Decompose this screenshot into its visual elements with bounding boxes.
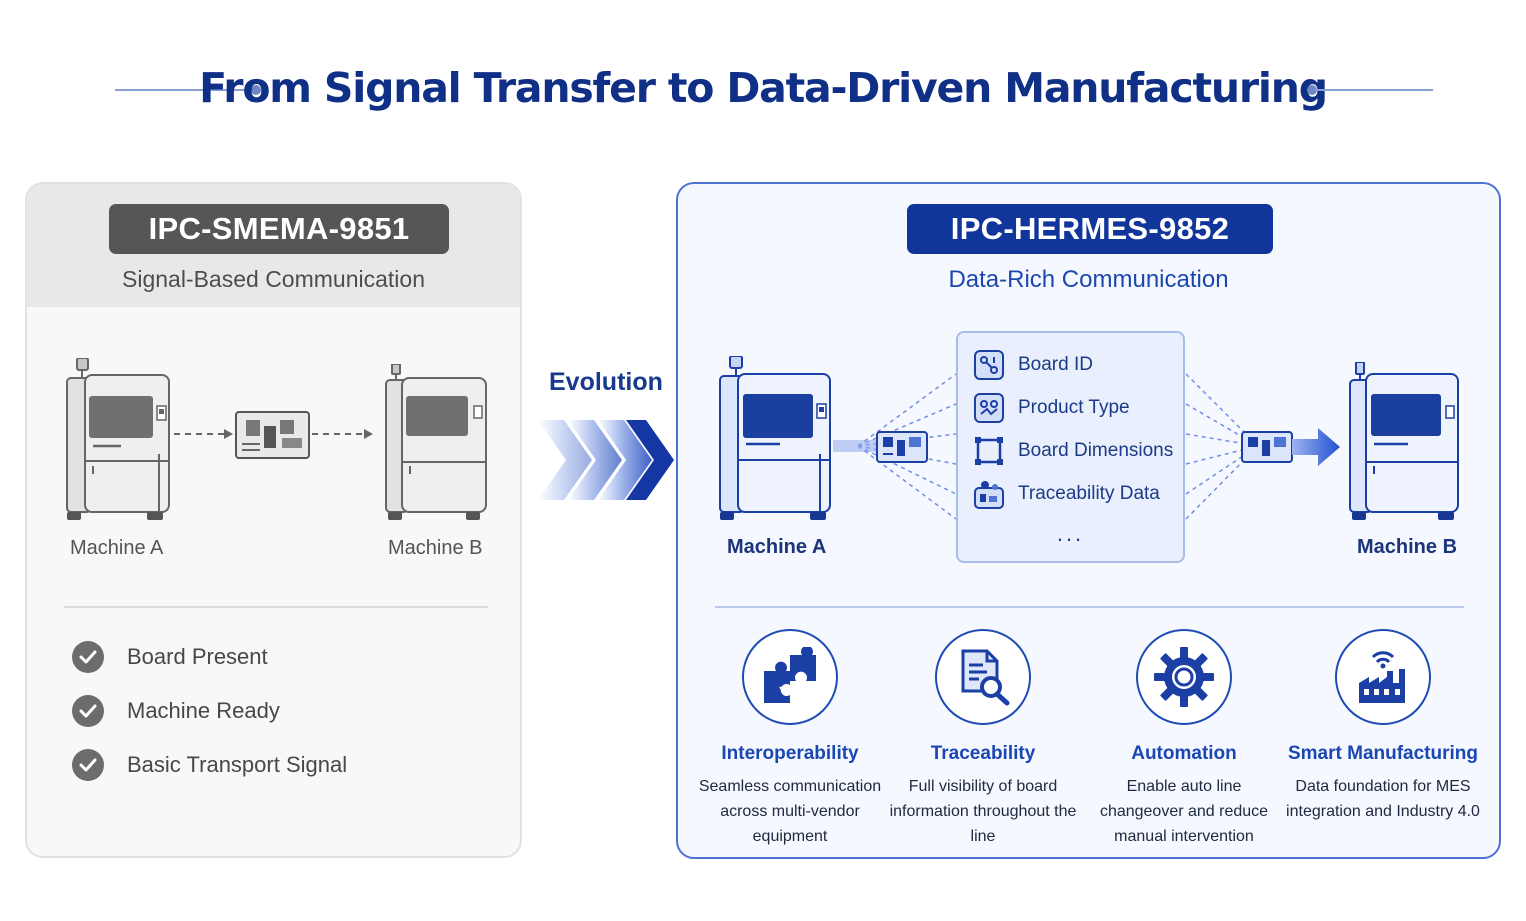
- hermes-data-box: Board ID Product Type Board Dimensions: [956, 331, 1185, 563]
- smema-subtitle: Signal-Based Communication: [122, 266, 425, 292]
- smema-divider: [64, 606, 488, 608]
- pcb-board-icon: [235, 411, 310, 459]
- check-icon: [72, 749, 104, 781]
- data-item: Board ID: [973, 349, 1093, 381]
- evolution-chevrons-icon: [538, 420, 674, 500]
- smema-machine-b-label: Machine B: [388, 537, 483, 559]
- check-label: Basic Transport Signal: [127, 752, 348, 777]
- data-item: Board Dimensions: [973, 435, 1173, 467]
- gear-icon: [1154, 647, 1214, 707]
- benefit-title: Smart Manufacturing: [1287, 743, 1479, 764]
- benefit-automation: Automation Enable auto line changeover a…: [1084, 629, 1284, 849]
- smart-factory-icon: [1359, 651, 1405, 703]
- title-dot-right: [1307, 85, 1317, 95]
- smema-machine-a-label: Machine A: [70, 537, 164, 559]
- hermes-subtitle: Data-Rich Communication: [948, 266, 1229, 293]
- benefit-title: Traceability: [930, 743, 1036, 764]
- hermes-divider: [715, 606, 1464, 608]
- check-item: Machine Ready: [72, 694, 280, 728]
- traceability-data-icon: [974, 481, 1004, 509]
- machine-b-icon: [385, 364, 487, 520]
- check-icon: [72, 695, 104, 727]
- benefit-description: Full visibility of board information thr…: [889, 778, 1077, 845]
- hermes-panel: IPC-HERMES-9852 Data-Rich Communication: [676, 182, 1501, 859]
- benefit-traceability: Traceability Full visibility of board in…: [883, 629, 1083, 849]
- benefit-description: Enable auto line changeover and reduce m…: [1099, 778, 1269, 845]
- data-item: Product Type: [973, 392, 1130, 424]
- board-dimensions-icon: [975, 437, 1003, 465]
- hermes-board-left-icon: [833, 431, 928, 463]
- data-item-label: Product Type: [1018, 397, 1130, 418]
- page-title: From Signal Transfer to Data-Driven Manu…: [199, 64, 1328, 112]
- check-item: Board Present: [72, 640, 268, 674]
- data-item-label: Traceability Data: [1018, 483, 1160, 504]
- benefit-icon-circle: [742, 629, 838, 725]
- smema-panel: IPC-SMEMA-9851 Signal-Based Communicatio…: [25, 182, 522, 858]
- check-label: Board Present: [127, 644, 268, 669]
- board-id-icon: [974, 350, 1004, 380]
- benefit-title: Automation: [1131, 743, 1237, 764]
- title-dot-left: [251, 85, 261, 95]
- title-line-left: [115, 89, 255, 91]
- data-more-ellipsis: ...: [1056, 521, 1085, 546]
- smema-signal-flow: [174, 411, 373, 459]
- hermes-machine-b-label: Machine B: [1357, 536, 1458, 558]
- hermes-machine-a-icon: [719, 356, 831, 520]
- product-type-icon: [974, 393, 1004, 423]
- evolution-label: Evolution: [549, 368, 663, 396]
- data-item-label: Board ID: [1018, 354, 1093, 375]
- document-search-icon: [961, 649, 1010, 706]
- benefit-icon-circle: [935, 629, 1031, 725]
- data-item: Traceability Data: [973, 478, 1160, 510]
- smema-badge: IPC-SMEMA-9851: [109, 204, 449, 254]
- benefit-description: Data foundation for MES integration and …: [1286, 778, 1480, 820]
- check-item: Basic Transport Signal: [72, 748, 347, 782]
- hermes-badge: IPC-HERMES-9852: [907, 204, 1273, 254]
- hermes-board-right-icon: [1241, 428, 1340, 466]
- check-label: Machine Ready: [127, 698, 280, 723]
- title-line-right: [1315, 89, 1433, 91]
- data-item-label: Board Dimensions: [1018, 440, 1174, 461]
- benefit-smart-manufacturing: Smart Manufacturing Data foundation for …: [1283, 629, 1483, 824]
- benefit-title: Interoperability: [721, 743, 859, 764]
- hermes-machine-b-icon: [1349, 362, 1459, 520]
- puzzle-icon: [764, 647, 816, 703]
- benefit-description: Seamless communication across multi-vend…: [698, 778, 882, 845]
- machine-a-icon: [66, 358, 170, 520]
- smema-panel-header: IPC-SMEMA-9851 Signal-Based Communicatio…: [27, 184, 520, 307]
- benefit-interoperability: Interoperability Seamless communication …: [690, 629, 890, 849]
- hermes-machine-a-label: Machine A: [727, 536, 827, 558]
- benefit-icon-circle: [1335, 629, 1431, 725]
- benefit-icon-circle: [1136, 629, 1232, 725]
- check-icon: [72, 641, 104, 673]
